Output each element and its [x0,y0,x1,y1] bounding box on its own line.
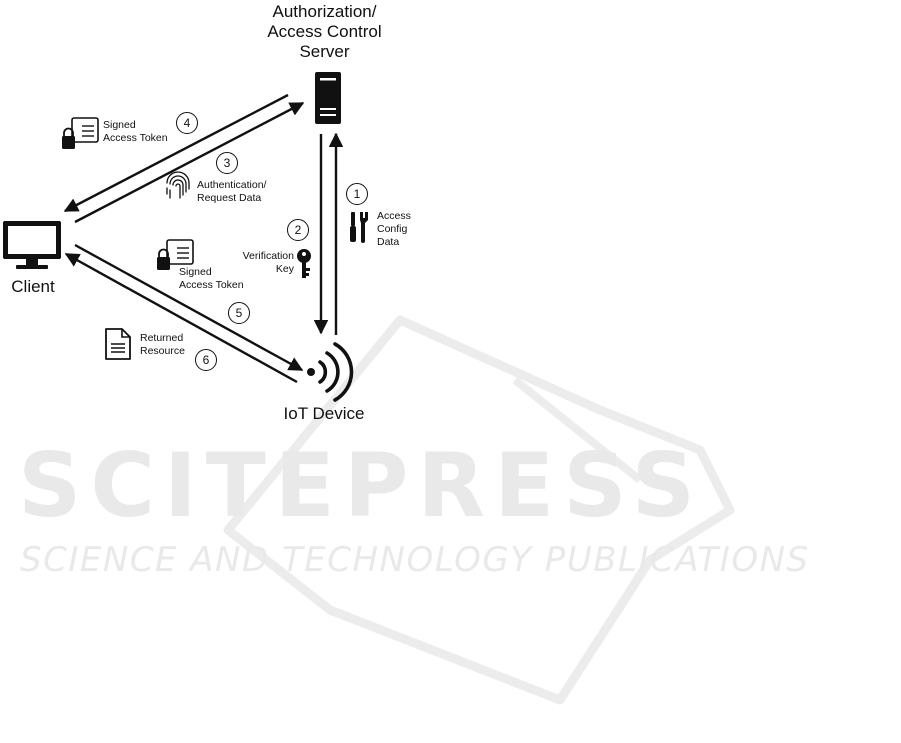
device-label: IoT Device [266,404,382,424]
monitor-icon [3,221,61,269]
step-4-label-line-1: Signed [103,119,168,132]
step-1-number: 1 [346,183,368,205]
step-3-label-line-1: Authentication/ [197,179,266,192]
step-6-label-line-1: Returned [140,332,185,345]
tools-icon [350,212,368,243]
document-icon [106,329,130,359]
step-1-label-line-2: Config [377,223,411,236]
step-4-number: 4 [176,112,198,134]
step-4-label-line-2: Access Token [103,132,168,145]
step-1-label-line-1: Access [377,210,411,223]
step-2-label-line-1: Verification [226,250,294,263]
key-icon [297,249,311,278]
client-label: Client [4,277,62,297]
fingerprint-icon [167,172,189,198]
server-label-line-2: Access Control [252,22,397,42]
step-3-number: 3 [216,152,238,174]
step-2-number: 2 [287,219,309,241]
step-5-number: 5 [228,302,250,324]
step-5-label-line-1: Signed [179,266,244,279]
step-6-label-line-2: Resource [140,345,185,358]
server-label: Authorization/ Access Control Server [252,2,397,62]
server-label-line-3: Server [252,42,397,62]
step-6-label: Returned Resource [140,332,185,358]
step-1-label-line-3: Data [377,236,411,249]
step-5-label: Signed Access Token [179,266,244,292]
step-3-label-line-2: Request Data [197,192,266,205]
server-icon [315,72,341,124]
step-6-number: 6 [195,349,217,371]
step-3-label: Authentication/ Request Data [197,179,266,205]
step-1-label: Access Config Data [377,210,411,249]
server-label-line-1: Authorization/ [252,2,397,22]
step-4-label: Signed Access Token [103,119,168,145]
wireless-signal-icon [307,344,352,400]
step-5-label-line-2: Access Token [179,279,244,292]
signed-token-icon-step-4 [62,118,98,149]
